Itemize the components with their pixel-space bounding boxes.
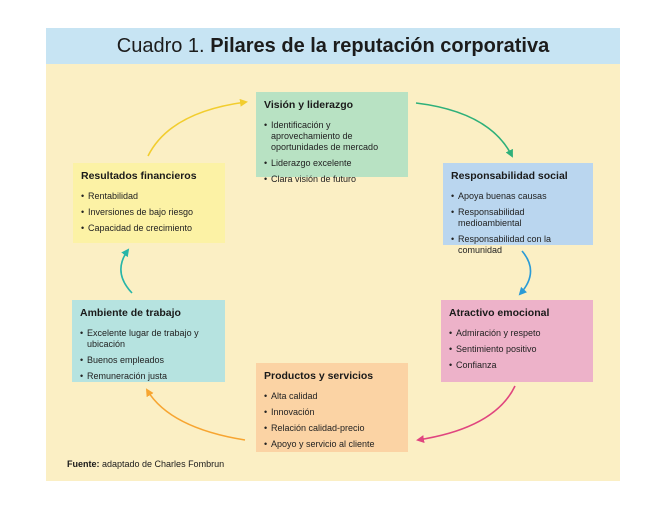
- pillar-social-item: Responsabilidad con la comunidad: [451, 234, 585, 256]
- source-text: adaptado de Charles Fombrun: [99, 459, 225, 469]
- diagram-title: Cuadro 1. Pilares de la reputación corpo…: [46, 35, 620, 57]
- pillar-products-item: Innovación: [264, 407, 400, 418]
- pillar-emotional-item: Admiración y respeto: [449, 328, 585, 339]
- pillar-social-item: Responsabilidad medioambiental: [451, 207, 585, 229]
- arrow-emo-to-prod: [416, 385, 516, 444]
- arrow-social-to-emo: [518, 250, 532, 296]
- pillar-products-item: Apoyo y servicio al cliente: [264, 439, 400, 450]
- pillar-workplace-item: Remuneración justa: [80, 371, 217, 382]
- arrow-prod-to-amb: [145, 388, 246, 441]
- pillar-products-title: Productos y servicios: [264, 370, 374, 382]
- pillar-emotional-title: Atractivo emocional: [449, 307, 550, 319]
- pillar-emotional-box: Atractivo emocional Admiración y respeto…: [441, 300, 593, 382]
- pillar-social-box: Responsabilidad social Apoya buenas caus…: [443, 163, 593, 255]
- source-note: Fuente: adaptado de Charles Fombrun: [67, 459, 224, 470]
- pillar-vision-title: Visión y liderazgo: [264, 99, 354, 111]
- pillar-workplace-item: Excelente lugar de trabajo y ubicación: [80, 328, 217, 350]
- pillar-financial-list: Rentabilidad Inversiones de bajo riesgo …: [81, 191, 217, 234]
- pillar-financial-item: Inversiones de bajo riesgo: [81, 207, 217, 218]
- pillar-social-item: Apoya buenas causas: [451, 191, 585, 202]
- pillar-financial-title: Resultados financieros: [81, 170, 197, 182]
- pillar-financial-box: Resultados financieros Rentabilidad Inve…: [73, 163, 225, 243]
- pillar-vision-item: Liderazgo excelente: [264, 158, 400, 169]
- pillar-financial-item: Capacidad de crecimiento: [81, 223, 217, 234]
- pillar-vision-list: Identificación y aprovechamiento de opor…: [264, 120, 400, 185]
- pillar-workplace-title: Ambiente de trabajo: [80, 307, 181, 319]
- pillar-workplace-box: Ambiente de trabajo Excelente lugar de t…: [72, 300, 225, 382]
- source-label: Fuente:: [67, 459, 100, 469]
- title-main: Pilares de la reputación corporativa: [210, 35, 550, 57]
- pillar-workplace-item: Buenos empleados: [80, 355, 217, 366]
- pillar-financial-item: Rentabilidad: [81, 191, 217, 202]
- pillar-social-title: Responsabilidad social: [451, 170, 568, 182]
- pillar-vision-box: Visión y liderazgo Identificación y apro…: [256, 92, 408, 185]
- title-bar: Cuadro 1. Pilares de la reputación corpo…: [46, 28, 620, 64]
- pillar-emotional-item: Confianza: [449, 360, 585, 371]
- pillar-vision-item: Identificación y aprovechamiento de opor…: [264, 120, 400, 153]
- pillar-products-list: Alta calidad Innovación Relación calidad…: [264, 391, 400, 450]
- pillar-emotional-list: Admiración y respeto Sentimiento positiv…: [449, 328, 585, 371]
- pillar-social-list: Apoya buenas causas Responsabilidad medi…: [451, 191, 585, 256]
- pillar-workplace-list: Excelente lugar de trabajo y ubicación B…: [80, 328, 217, 382]
- pillar-vision-item: Clara visión de futuro: [264, 174, 400, 185]
- pillar-products-box: Productos y servicios Alta calidad Innov…: [256, 363, 408, 452]
- arrow-amb-to-fin: [120, 248, 133, 294]
- pillar-products-item: Alta calidad: [264, 391, 400, 402]
- arrow-vision-to-social: [415, 102, 513, 158]
- title-prefix: Cuadro 1.: [116, 35, 205, 57]
- pillar-products-item: Relación calidad-precio: [264, 423, 400, 434]
- arrow-fin-to-vision: [147, 98, 248, 157]
- pillar-emotional-item: Sentimiento positivo: [449, 344, 585, 355]
